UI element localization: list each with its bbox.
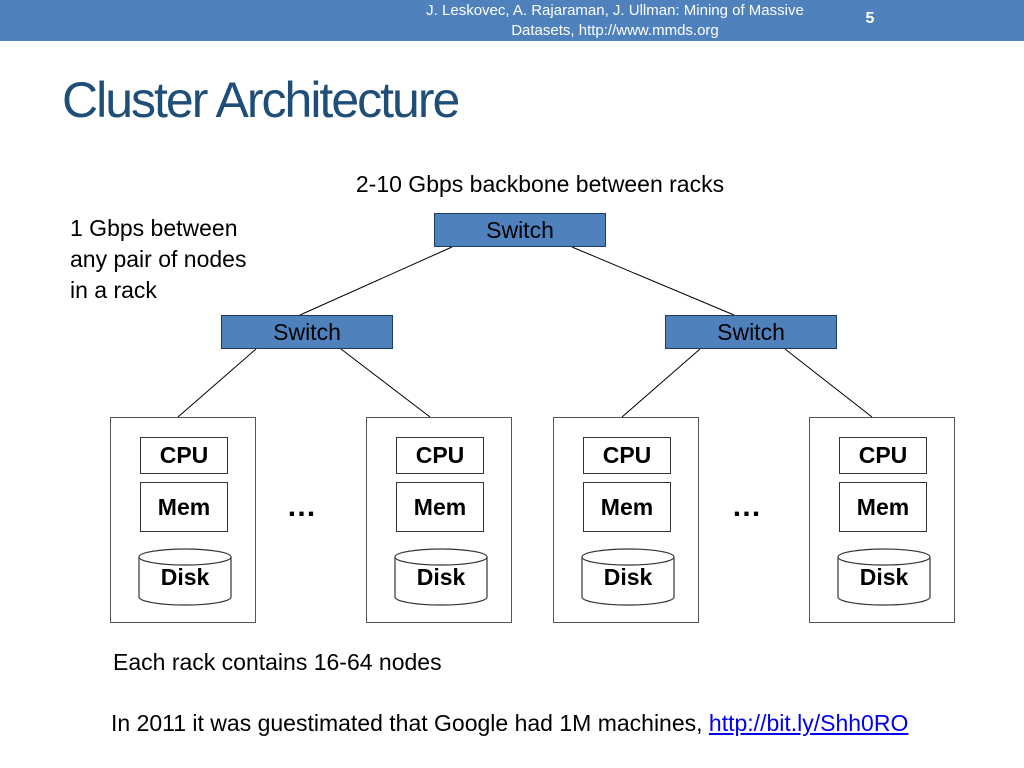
mem-box: Mem — [583, 482, 671, 532]
google-machines-note: In 2011 it was guestimated that Google h… — [111, 709, 908, 737]
rack-switch-right: Switch — [665, 315, 837, 349]
more-racks-ellipsis: … — [286, 490, 318, 523]
rack-node: CPU Mem Disk — [110, 417, 256, 623]
disk-cylinder: Disk — [138, 548, 232, 606]
link-top-left — [299, 246, 453, 316]
backbone-label: 2-10 Gbps backbone between racks — [355, 171, 725, 197]
cpu-box: CPU — [140, 437, 228, 474]
cpu-box: CPU — [396, 437, 484, 474]
disk-cylinder: Disk — [394, 548, 488, 606]
link-left-rack1 — [177, 348, 257, 418]
disk-cylinder: Disk — [581, 548, 675, 606]
citation-line-2: Datasets, http://www.mmds.org — [511, 22, 719, 39]
rack-switch-left: Switch — [221, 315, 393, 349]
slide-number: 5 — [865, 10, 875, 27]
rack-bandwidth-line-1: 1 Gbps between — [70, 215, 238, 241]
mem-box: Mem — [839, 482, 927, 532]
more-racks-ellipsis: … — [731, 490, 763, 523]
disk-label: Disk — [603, 564, 653, 590]
google-note-text: In 2011 it was guestimated that Google h… — [111, 710, 709, 736]
rack-node: CPU Mem Disk — [809, 417, 955, 623]
citation-line-1: J. Leskovec, A. Rajaraman, J. Ullman: Mi… — [426, 2, 804, 19]
cpu-box: CPU — [583, 437, 671, 474]
rack-node: CPU Mem Disk — [553, 417, 699, 623]
link-right-rack3 — [621, 348, 701, 418]
disk-icon — [394, 548, 488, 606]
slide-title: Cluster Architecture — [62, 72, 460, 128]
cpu-box: CPU — [839, 437, 927, 474]
rack-size-note: Each rack contains 16-64 nodes — [113, 649, 442, 675]
backbone-switch: Switch — [434, 213, 606, 247]
disk-cylinder: Disk — [837, 548, 931, 606]
link-right-rack4 — [784, 348, 873, 418]
source-link[interactable]: http://bit.ly/Shh0RO — [708, 710, 909, 736]
rack-node: CPU Mem Disk — [366, 417, 512, 623]
disk-icon — [581, 548, 675, 606]
rack-bandwidth-line-2: any pair of nodes — [70, 246, 247, 272]
disk-icon — [837, 548, 931, 606]
header-bar — [0, 0, 1024, 41]
header-citation: J. Leskovec, A. Rajaraman, J. Ullman: Mi… — [390, 1, 840, 41]
mem-box: Mem — [396, 482, 484, 532]
rack-bandwidth-line-3: in a rack — [70, 277, 157, 303]
disk-label: Disk — [416, 564, 466, 590]
link-top-right — [571, 246, 735, 316]
rack-bandwidth-label: 1 Gbps between any pair of nodes in a ra… — [70, 213, 310, 306]
disk-label: Disk — [160, 564, 210, 590]
link-left-rack2 — [340, 348, 431, 418]
disk-label: Disk — [859, 564, 909, 590]
disk-icon — [138, 548, 232, 606]
mem-box: Mem — [140, 482, 228, 532]
